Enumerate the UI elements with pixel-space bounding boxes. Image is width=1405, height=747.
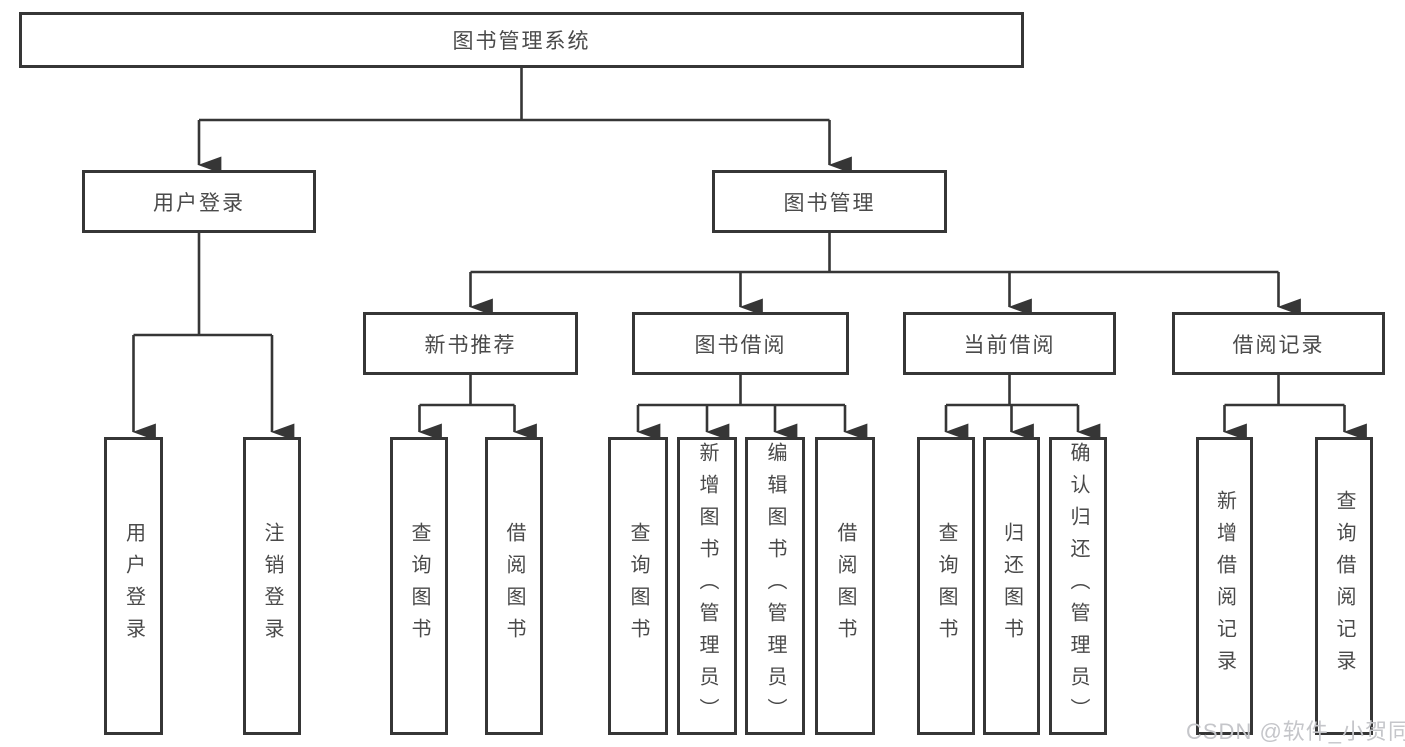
leaf-label: 查询图书 xyxy=(408,522,430,650)
leaf-label: 新增借阅记录 xyxy=(1213,490,1236,682)
leaf-add-borrow-record: 新增借阅记录 xyxy=(1196,437,1253,735)
leaf-label: 用户登录 xyxy=(122,522,145,650)
leaf-label: 借阅图书 xyxy=(503,522,525,650)
leaf-edit-books-admin: 编辑图书（管理员） xyxy=(745,437,805,735)
node-label: 当前借阅 xyxy=(963,333,1056,357)
node-book-management: 图书管理 xyxy=(712,170,947,233)
leaf-query-borrow-record: 查询借阅记录 xyxy=(1315,437,1373,735)
leaf-return-books: 归还图书 xyxy=(983,437,1040,735)
leaf-query-books-current: 查询图书 xyxy=(917,437,975,735)
leaf-query-books-borrowing: 查询图书 xyxy=(608,437,668,735)
leaf-borrow-books-recommend: 借阅图书 xyxy=(485,437,543,735)
leaf-label: 确认归还（管理员） xyxy=(1067,442,1089,730)
node-label: 图书管理 xyxy=(783,191,876,215)
leaf-label: 归还图书 xyxy=(1000,522,1023,650)
leaf-label: 查询图书 xyxy=(627,522,649,650)
leaf-add-books-admin: 新增图书（管理员） xyxy=(677,437,737,735)
node-label: 借阅记录 xyxy=(1232,333,1325,357)
node-current-borrowing: 当前借阅 xyxy=(903,312,1116,375)
leaf-label: 查询借阅记录 xyxy=(1333,490,1355,682)
node-borrow-records: 借阅记录 xyxy=(1172,312,1385,375)
node-book-borrowing: 图书借阅 xyxy=(632,312,849,375)
leaf-confirm-return-admin: 确认归还（管理员） xyxy=(1049,437,1107,735)
leaf-logout: 注销登录 xyxy=(243,437,301,735)
node-label: 图书借阅 xyxy=(694,333,787,357)
node-new-book-recommend: 新书推荐 xyxy=(363,312,578,375)
node-label: 新书推荐 xyxy=(424,333,517,357)
leaf-label: 查询图书 xyxy=(935,522,957,650)
leaf-label: 新增图书（管理员） xyxy=(696,442,718,730)
leaf-borrow-books-borrowing: 借阅图书 xyxy=(815,437,875,735)
leaf-label: 编辑图书（管理员） xyxy=(764,442,786,730)
leaf-label: 借阅图书 xyxy=(834,522,856,650)
csdn-watermark: CSDN @软件_小贺同学 xyxy=(1186,719,1405,744)
node-library-management-system: 图书管理系统 xyxy=(19,12,1024,68)
leaf-user-login: 用户登录 xyxy=(104,437,163,735)
leaf-label: 注销登录 xyxy=(261,522,283,650)
leaf-query-books-recommend: 查询图书 xyxy=(390,437,448,735)
node-label: 图书管理系统 xyxy=(452,30,591,53)
node-user-login: 用户登录 xyxy=(82,170,316,233)
node-label: 用户登录 xyxy=(153,191,245,215)
